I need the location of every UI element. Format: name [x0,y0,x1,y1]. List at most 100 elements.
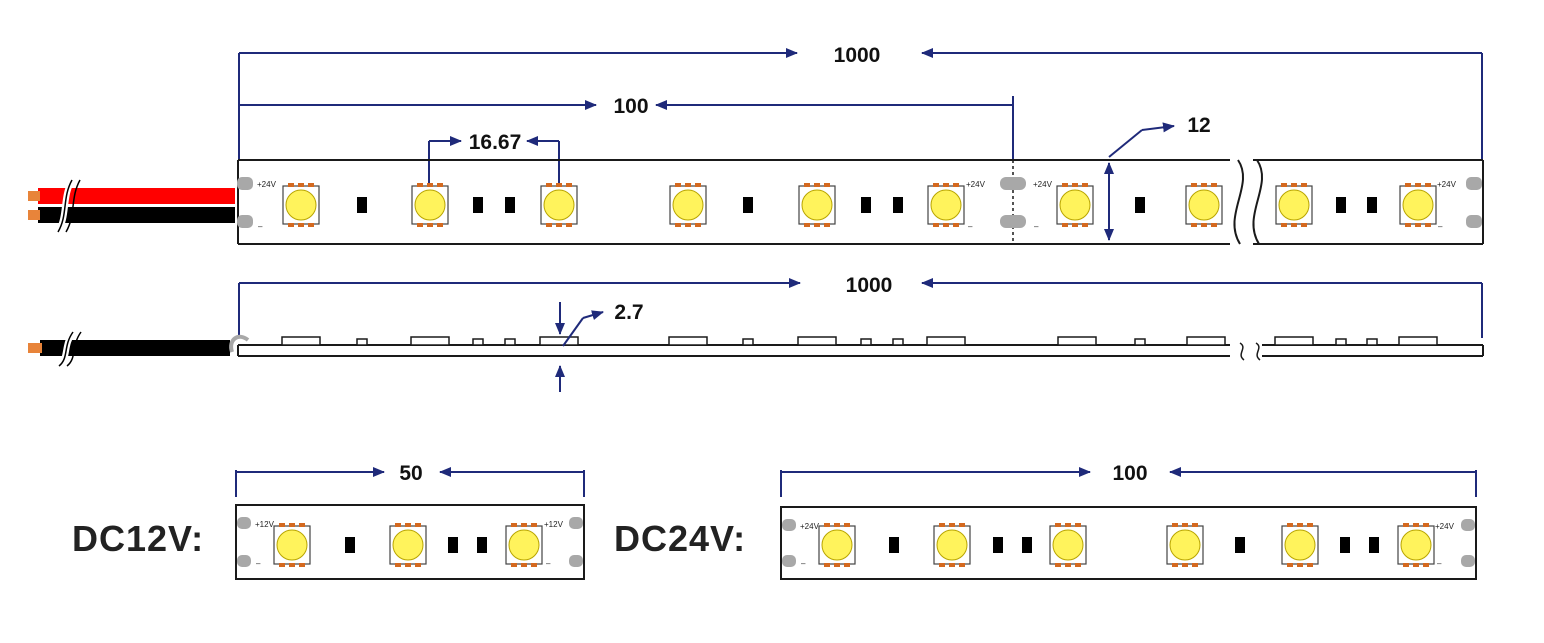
led-profile [281,336,321,346]
solder-pad-icon [782,519,1475,567]
resistor-icon [448,537,458,553]
led-chip-icon [818,523,856,567]
resistor-icon [743,197,753,213]
resistor-icon [473,197,483,213]
led-chip-icon [1185,183,1223,227]
led-profile [1398,336,1438,346]
dimension-thickness [555,302,604,392]
resistor-icon [1336,197,1346,213]
pad-label-minus: – [801,559,806,568]
dimension-100-dc24 [780,467,1477,497]
dimension-50 [235,467,585,497]
resistor-icon [893,197,903,213]
led-chip-icon [927,183,965,227]
led-chip-icon [389,523,427,567]
led-chip-icon [411,183,449,227]
led-chip-icon [1166,523,1204,567]
resistor-icon [1135,197,1145,213]
resistor-row-dc24 [889,537,1379,553]
wire-icon [28,330,250,369]
led-chip-icon [669,183,707,227]
resistor-icon [993,537,1003,553]
dc12-label: DC12V: [72,518,204,559]
resistor-row-top [357,197,1377,213]
resistor-profile [860,338,872,346]
resistor-icon [1022,537,1032,553]
resistor-icon [345,537,355,553]
led-chip-icon [1275,183,1313,227]
component-profile-side [281,336,1438,346]
pad-label-minus: – [968,222,973,231]
side-view: 1000 2.7 [28,274,1484,392]
pad-label-plus: +24V [1437,180,1457,189]
led-profile [1057,336,1097,346]
led-chip-icon [282,183,320,227]
led-chip-icon [1281,523,1319,567]
resistor-profile [1366,338,1378,346]
pad-label-minus: – [1438,222,1443,231]
pad-label-minus: – [258,222,263,231]
solder-pad-icon [237,517,583,567]
resistor-profile [472,338,484,346]
led-chip-icon [540,183,578,227]
resistor-icon [1367,197,1377,213]
top-view: 1000 100 16.67 12 [28,44,1484,245]
dimension-label-100-dc24: 100 [1112,462,1147,485]
solder-pad-icon [237,177,1482,228]
dimension-pitch [428,136,560,184]
dimension-width [1104,122,1175,241]
led-chip-icon [1049,523,1087,567]
resistor-profile [1335,338,1347,346]
dc12-section: DC12V: 50 +12V – +12V – [72,462,585,580]
dimension-1000-top [238,48,1483,160]
pad-label-plus: +24V [966,180,986,189]
resistor-icon [357,197,367,213]
led-row-dc24 [818,523,1435,567]
led-row-dc12 [273,523,543,567]
resistor-profile [356,338,368,346]
led-chip-icon [273,523,311,567]
resistor-profile [1134,338,1146,346]
led-chip-icon [505,523,543,567]
led-profile [539,336,579,346]
pad-label-plus: +24V [800,522,820,531]
led-profile [668,336,708,346]
led-profile [1186,336,1226,346]
pad-label-plus: +24V [1435,522,1455,531]
pad-label-plus: +24V [1033,180,1053,189]
led-chip-icon [933,523,971,567]
led-chip-icon [1397,523,1435,567]
resistor-icon [861,197,871,213]
strip-outline-side [237,344,1484,357]
dimension-label-1000-top: 1000 [834,44,881,67]
resistor-icon [1369,537,1379,553]
led-profile [926,336,966,346]
resistor-icon [477,537,487,553]
dimension-label-pitch: 16.67 [469,131,522,154]
resistor-profile [742,338,754,346]
led-row-top [282,183,1437,227]
led-chip-icon [1056,183,1094,227]
resistor-icon [889,537,899,553]
resistor-row-dc12 [345,537,487,553]
pad-label-plus: +24V [257,180,277,189]
dimension-label-50: 50 [399,462,422,485]
wire-icon [28,178,235,234]
led-chip-icon [798,183,836,227]
dimension-1000-side [238,278,1483,338]
dimension-label-thickness: 2.7 [614,301,643,324]
break-mark-icon [1233,159,1263,245]
pad-label-minus: – [1437,559,1442,568]
led-profile [410,336,450,346]
strip-outline-top [237,159,1484,245]
dimension-label-100-top: 100 [613,95,648,118]
dc24-section: DC24V: 100 +24V – +24V – [614,462,1477,580]
dimension-100-top [239,96,1014,160]
pad-label-plus: +12V [544,520,564,529]
pad-label-minus: – [256,559,261,568]
pad-label-minus: – [546,559,551,568]
pad-label-minus: – [1034,222,1039,231]
resistor-icon [1340,537,1350,553]
dimension-label-width: 12 [1187,114,1210,137]
